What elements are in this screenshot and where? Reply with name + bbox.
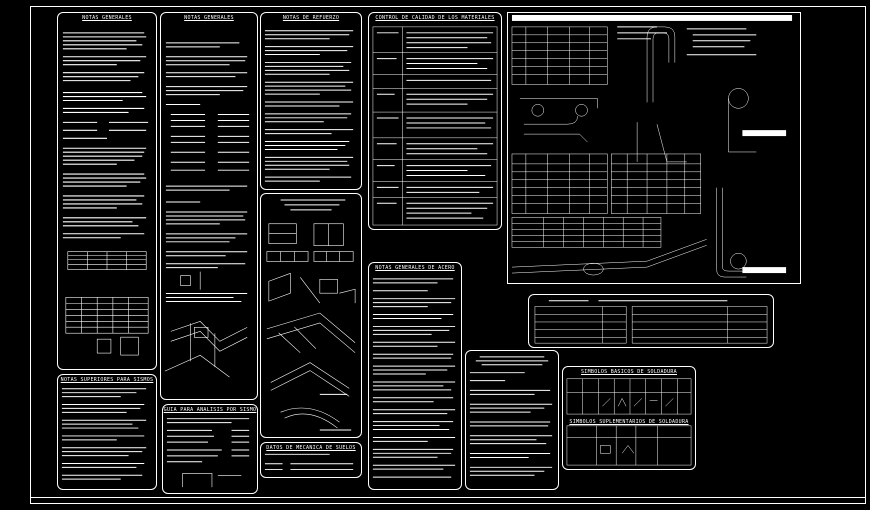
panel-detalle-doblez	[507, 12, 801, 284]
panel-notas-soldadura	[465, 350, 559, 490]
panel-title: NOTAS SUPERIORES PARA SISMOS	[60, 377, 154, 383]
panel-guia-sismo: GUIA PARA ANALISIS POR SISMO	[162, 404, 258, 494]
text-lines	[372, 278, 456, 478]
text-lines	[264, 30, 354, 182]
panel-detalles-varillas	[260, 193, 362, 438]
panel-notas-sismo: NOTAS SUPERIORES PARA SISMOS	[57, 374, 157, 490]
sheet-border	[30, 6, 866, 504]
panel-notas-generales-2: NOTAS GENERALES	[160, 12, 258, 400]
panel-notas-refuerzo: NOTAS DE REFUERZO	[260, 12, 362, 190]
panel-datos-mecanica: DATOS DE MECANICA DE SUELOS	[260, 442, 362, 478]
weld-symbol-table	[566, 378, 692, 466]
bottom-rule	[30, 497, 866, 498]
text-lines	[469, 356, 553, 476]
panel-subtitle: SIMBOLOS SUPLEMENTARIOS DE SOLDADURA	[569, 419, 689, 425]
panel-notas-acero: NOTAS GENERALES DE ACERO	[368, 262, 462, 490]
panel-notas-generales: NOTAS GENERALES	[57, 12, 157, 370]
panel-title: NOTAS GENERALES	[82, 15, 132, 21]
panel-title: SIMBOLOS BASICOS DE SOLDADURA	[581, 369, 677, 375]
panel-simbolos-soldadura: SIMBOLOS BASICOS DE SOLDADURA SIMBOLOS S…	[562, 366, 696, 470]
quality-table	[372, 26, 498, 226]
text-lines	[264, 453, 354, 470]
panel-analisis-suelo	[528, 294, 774, 348]
panel-title: CONTROL DE CALIDAD DE LOS MATERIALES	[375, 15, 495, 21]
panel-title: GUIA PARA ANALISIS POR SISMO	[163, 407, 257, 413]
panel-title: NOTAS DE REFUERZO	[282, 15, 340, 21]
panel-title: DATOS DE MECANICA DE SUELOS	[266, 445, 356, 451]
panel-control-calidad: CONTROL DE CALIDAD DE LOS MATERIALES	[368, 12, 502, 230]
text-lines	[62, 32, 149, 356]
text-lines	[164, 42, 250, 378]
detail-drawings	[266, 199, 356, 431]
panel-title: NOTAS GENERALES DE ACERO	[375, 265, 455, 271]
soil-table	[534, 300, 768, 344]
text-lines	[61, 388, 147, 480]
rebar-detail-drawings	[511, 14, 793, 278]
text-lines	[166, 418, 250, 488]
panel-title: NOTAS GENERALES	[184, 15, 234, 21]
